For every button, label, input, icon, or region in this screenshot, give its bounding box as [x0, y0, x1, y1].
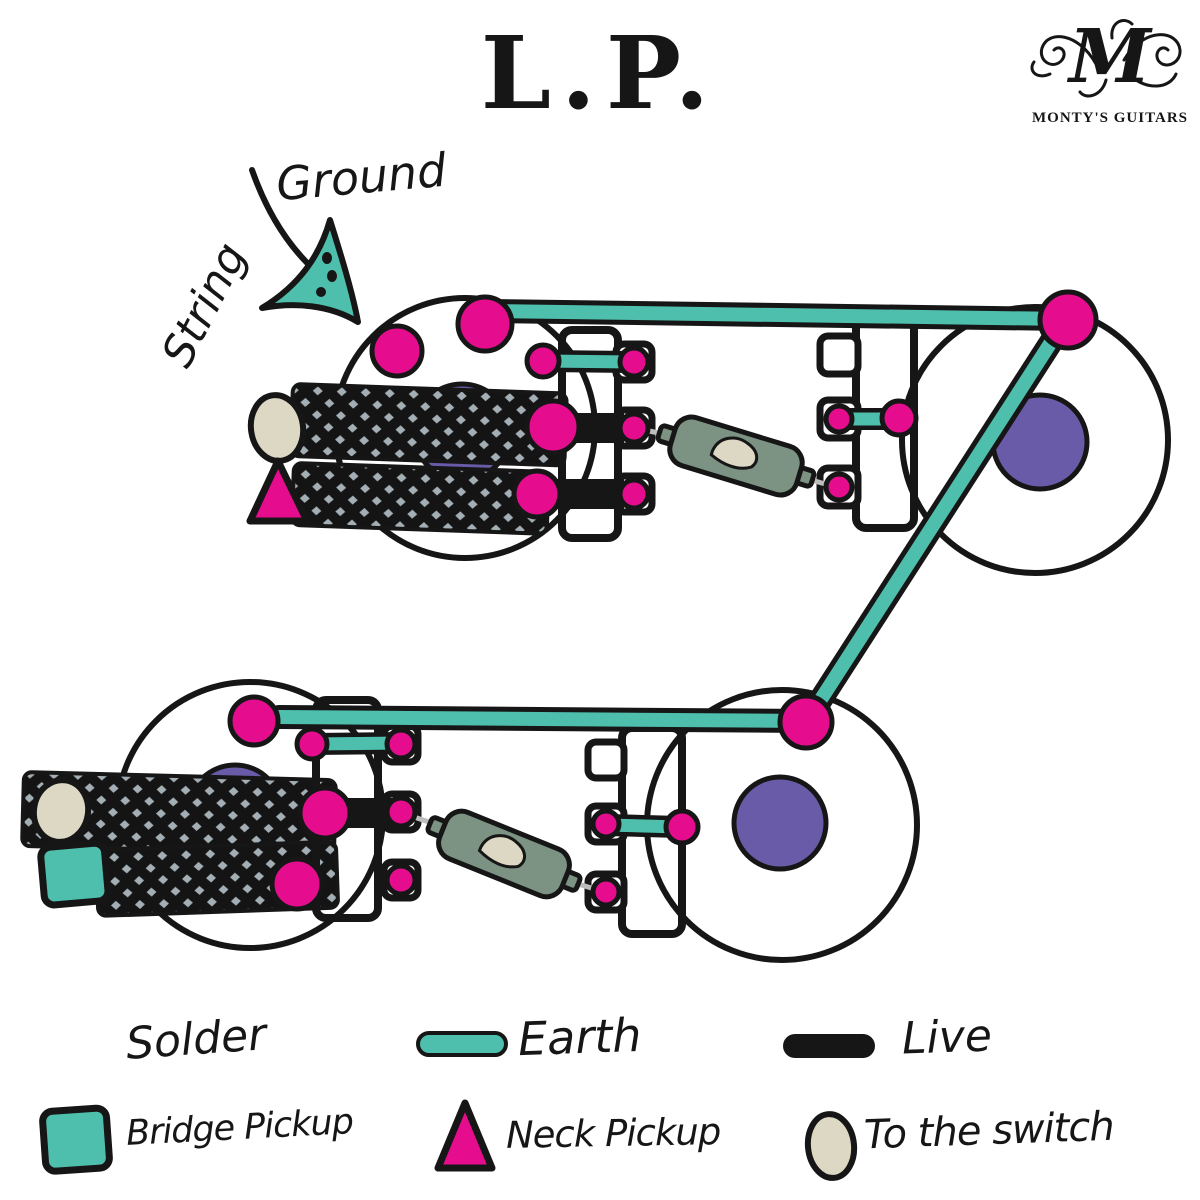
solder-joint — [524, 398, 582, 456]
capacitor-marking — [709, 436, 759, 470]
to-switch-swatch — [804, 1111, 858, 1181]
capacitor-marking — [477, 834, 527, 869]
solder-joint — [227, 694, 281, 748]
legend-label-earth: Earth — [517, 1007, 643, 1067]
arrow-dot — [322, 252, 332, 264]
solder-joints — [227, 289, 1099, 912]
solder-joint — [617, 345, 651, 379]
solder-joint — [823, 403, 855, 435]
logo-name: MONTY'S GUITARS — [1032, 110, 1188, 126]
earth-wire-core — [800, 312, 1073, 728]
earth-wire-core — [480, 304, 1073, 326]
solder-joint — [823, 471, 855, 503]
logo: M MONTY'S GUITARS — [1026, 12, 1194, 140]
logo-flourish — [1030, 19, 1182, 98]
legend-label-to-the-switch: To the switch — [863, 1103, 1115, 1159]
capacitor-top — [639, 414, 837, 498]
solder-joint — [455, 294, 515, 354]
solder-joint — [269, 856, 325, 912]
solder-joint — [1037, 289, 1099, 351]
shielded-wire — [290, 461, 551, 536]
bridge-pickup-connector — [37, 839, 112, 909]
earth-swatch — [416, 1031, 508, 1057]
legend-label-live: Live — [901, 1010, 993, 1065]
solder-joint — [617, 411, 651, 445]
solder-joint — [617, 477, 651, 511]
solder-joint — [524, 342, 562, 380]
page-title: L.P. — [480, 14, 720, 132]
to-switch-connector — [30, 777, 92, 845]
solder-joint — [294, 726, 330, 762]
solder-joint — [384, 727, 418, 761]
pot-top-left — [246, 295, 656, 561]
solder-joint — [297, 785, 353, 841]
pot-shaft — [731, 774, 829, 872]
arrow-dot — [327, 270, 337, 282]
solder-joint — [369, 323, 425, 379]
arrowhead-icon — [259, 217, 361, 325]
live-wire — [556, 479, 624, 509]
logo-monogram: M — [1069, 14, 1151, 100]
solder-joint — [879, 398, 919, 438]
solder-joint — [384, 795, 418, 829]
lug-tab — [584, 738, 628, 782]
pot-top-right — [816, 304, 1171, 576]
legend-swatches — [39, 1031, 875, 1181]
legend-label-neck-pickup: Neck Pickup — [505, 1110, 721, 1157]
live-swatch — [783, 1034, 875, 1058]
neck-pickup-swatch — [434, 1099, 496, 1172]
capacitor-bottom — [401, 808, 605, 900]
solder-joint — [777, 693, 835, 751]
solder-joint — [590, 808, 622, 840]
bridge-pickup-swatch — [39, 1104, 113, 1175]
neck-pickup-connector — [246, 457, 311, 525]
legend-label-solder: Solder — [124, 1009, 268, 1070]
arrow-dot — [316, 287, 326, 297]
solder-joint — [384, 863, 418, 897]
solder-joint — [511, 468, 563, 520]
earth-wire-core — [272, 710, 814, 728]
lug-tab — [816, 332, 862, 378]
string-ground-arrow — [249, 167, 361, 325]
solder-joint — [590, 876, 622, 908]
solder-joint — [663, 808, 701, 846]
